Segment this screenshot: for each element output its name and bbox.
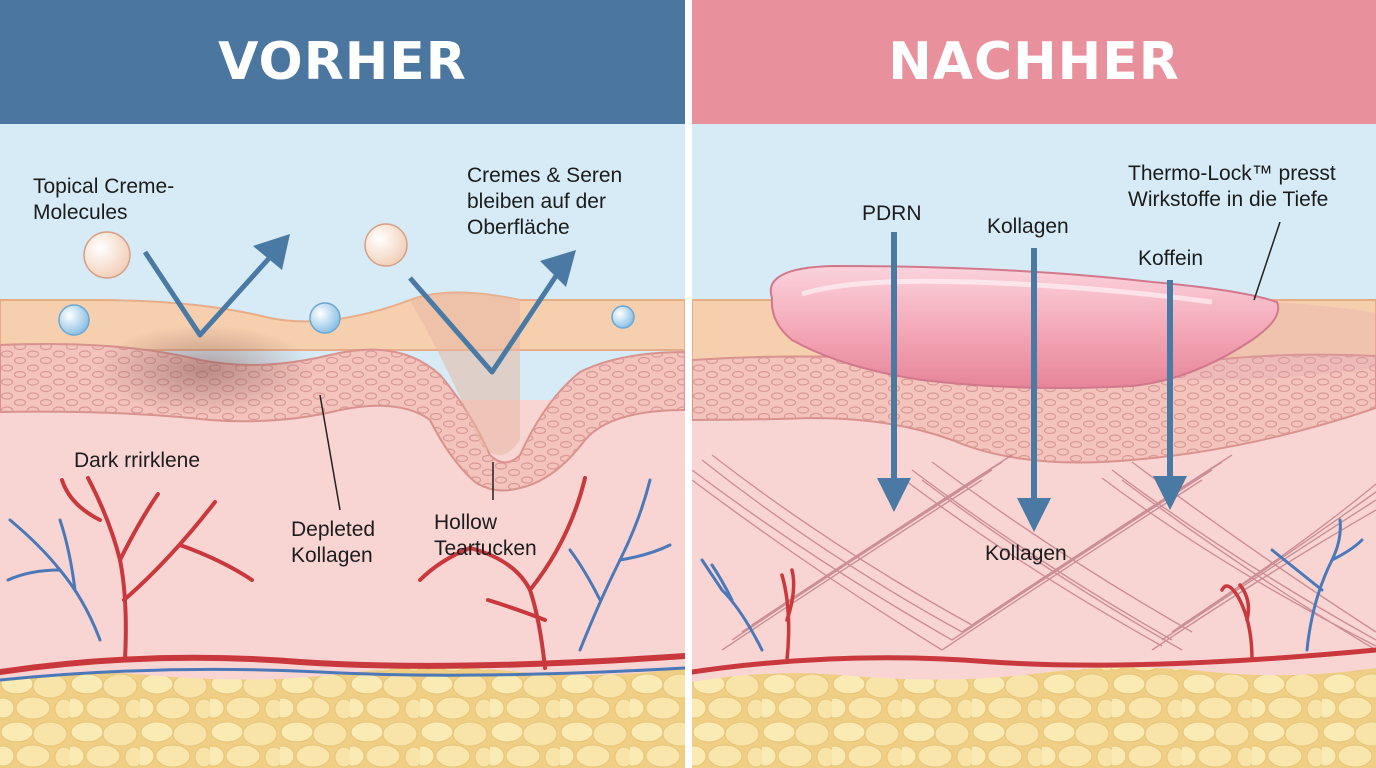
after-skin-diagram [692,124,1376,768]
label-kollagen-top: Kollagen [987,215,1069,238]
penetration-arrow-icon [1017,248,1051,532]
label-hollow-trough: Hollow Teartucken [434,511,537,560]
artery [692,647,1376,675]
fat-layer [692,667,1376,768]
water-molecule [309,302,341,334]
creme-molecule [364,223,408,267]
label-pdrn: PDRN [862,202,922,225]
blood-vessels [0,476,685,682]
label-kollagen-bottom: Kollagen [985,542,1067,565]
before-panel: VORHER [0,0,685,768]
label-molecules: Topical Creme- Molecules [33,175,175,224]
water-molecule [611,305,635,329]
after-panel: NACHHER [692,0,1376,768]
penetration-arrow-icon [877,232,911,512]
penetration-arrow-icon [1153,280,1187,510]
label-thermo-lock: Thermo-Lock™ presst Wirkstoffe in die Ti… [1128,162,1336,211]
water-molecule [58,304,90,336]
fat-layer [0,667,685,768]
before-skin-diagram [0,124,685,768]
label-depleted-collagen: Depleted Kollagen [291,518,376,567]
before-header: VORHER [0,0,685,124]
vein [0,666,685,682]
after-title: NACHHER [888,32,1180,92]
label-dark-circles: Dark rrirklene [74,449,201,472]
before-title: VORHER [218,32,467,92]
label-surface: Cremes & Seren bleiben auf der Oberfläch… [467,164,623,239]
bounce-arrow-icon [142,250,274,338]
dark-circle-shadow [95,325,315,415]
blood-vessels [692,518,1376,675]
after-header: NACHHER [692,0,1376,124]
creme-molecule [83,231,131,279]
artery [0,653,685,675]
label-koffein: Koffein [1138,247,1203,270]
bounce-arrow-icon [408,268,563,375]
panel-divider [685,0,692,768]
